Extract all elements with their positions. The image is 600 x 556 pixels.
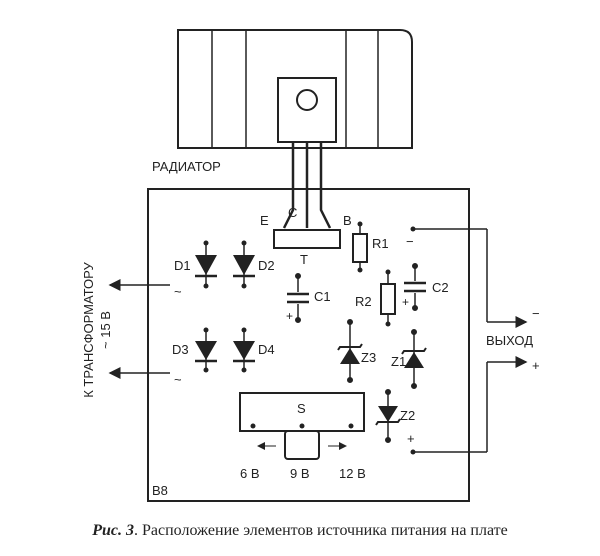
d1-label: D1 [174,258,191,273]
d3-label: D3 [172,342,189,357]
figure-number: Рис. 3 [92,522,135,539]
resistor-r2 [380,269,396,327]
transistor-leads [282,142,332,229]
input-tilde-top: ~ [174,284,182,299]
d2-label: D2 [258,258,275,273]
z2-label: Z2 [400,408,415,423]
capacitor-c1 [287,273,309,323]
switch-9v-label: 9 В [290,466,310,481]
z3-label: Z3 [361,350,376,365]
r2-label: R2 [355,294,372,309]
voltage-label: ~ 15 В [98,311,113,349]
radiator-label: РАДИАТОР [152,159,221,174]
output-label: ВЫХОД [486,333,533,348]
c1-label: C1 [314,289,331,304]
diode-d4 [233,327,255,373]
switch-12v-label: 12 В [339,466,366,481]
transistor-body [273,229,341,249]
base-label: B [343,213,352,228]
switch-s [239,392,365,460]
radiator [177,29,413,149]
collector-label: C [288,205,297,220]
resistor-r1 [352,221,368,273]
output-plus-terminal [410,449,416,455]
z1-label: Z1 [391,354,406,369]
board-outline [147,188,470,502]
diode-d1 [195,240,217,289]
input-tilde-bottom: ~ [174,372,182,387]
input-arrows [108,279,170,379]
board-minus-label: − [406,234,414,249]
transistor-tab [277,77,337,143]
figure-caption-text: . Расположение элементов источника питан… [134,522,508,539]
output-minus-terminal [410,226,416,232]
c2-label: C2 [432,280,449,295]
diode-d2 [233,240,255,289]
zener-z3 [337,319,363,383]
zener-z1 [401,329,427,389]
zener-z2 [375,389,401,443]
board-plus-label: + [407,431,415,446]
switch-6v-label: 6 В [240,466,260,481]
capacitor-c2 [404,263,426,311]
r1-label: R1 [372,236,389,251]
diode-d3 [195,327,217,373]
transformer-label: К ТРАНСФОРМАТОРУ [81,262,96,398]
output-minus-label: − [532,306,540,321]
d4-label: D4 [258,342,275,357]
c1-plus-label: + [286,309,293,323]
board-label: B8 [152,483,168,498]
figure-caption: Рис. 3. Расположение элементов источника… [0,522,600,540]
emitter-label: E [260,213,269,228]
output-wiring [413,228,528,453]
switch-label: S [297,401,306,416]
transistor-label: T [300,252,308,267]
c2-plus-label: + [402,295,409,309]
output-plus-label: + [532,358,540,373]
